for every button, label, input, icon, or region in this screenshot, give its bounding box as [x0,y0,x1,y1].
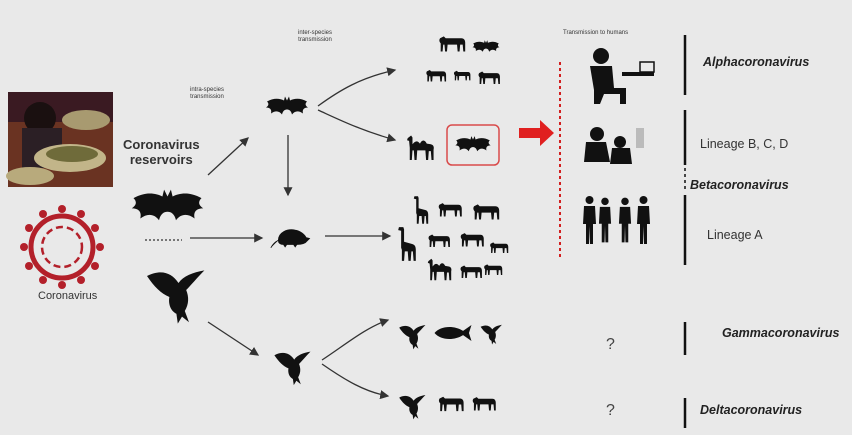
lineage-a-label: Lineage A [707,228,763,242]
bird-icon [147,270,205,324]
intra-species-label: intra-species transmission [190,87,225,100]
bat-icon [266,96,308,115]
gammacoronavirus-label: Gammacoronavirus [722,326,840,340]
red-arrow-icon [519,120,554,146]
lineage-bcd-label: Lineage B, C, D [700,137,789,151]
deltacoronavirus-label: Deltacoronavirus [700,403,803,417]
virus-icon [20,205,104,289]
transmission-arrows [190,67,397,400]
alphacoronavirus-label: Alphacoronavirus [703,55,810,69]
human-silhouettes [583,48,655,244]
coronavirus-label: Coronavirus [38,290,98,302]
bat-icon [131,189,204,221]
inter-species-label: inter-species transmission [298,30,333,43]
transmission-to-humans-label: Transmission to humans [563,30,629,36]
delta-unknown-mark: ? [606,402,615,419]
highlight-box [446,124,500,166]
market-photo [6,92,113,187]
animal-silhouettes [398,36,509,420]
rodent-icon [270,229,310,249]
gamma-unknown-mark: ? [606,336,615,353]
coronavirus-reservoirs-label: Coronavirus reservoirs [123,137,200,167]
betacoronavirus-label: Betacoronavirus [690,178,789,192]
bird-icon [274,351,311,386]
